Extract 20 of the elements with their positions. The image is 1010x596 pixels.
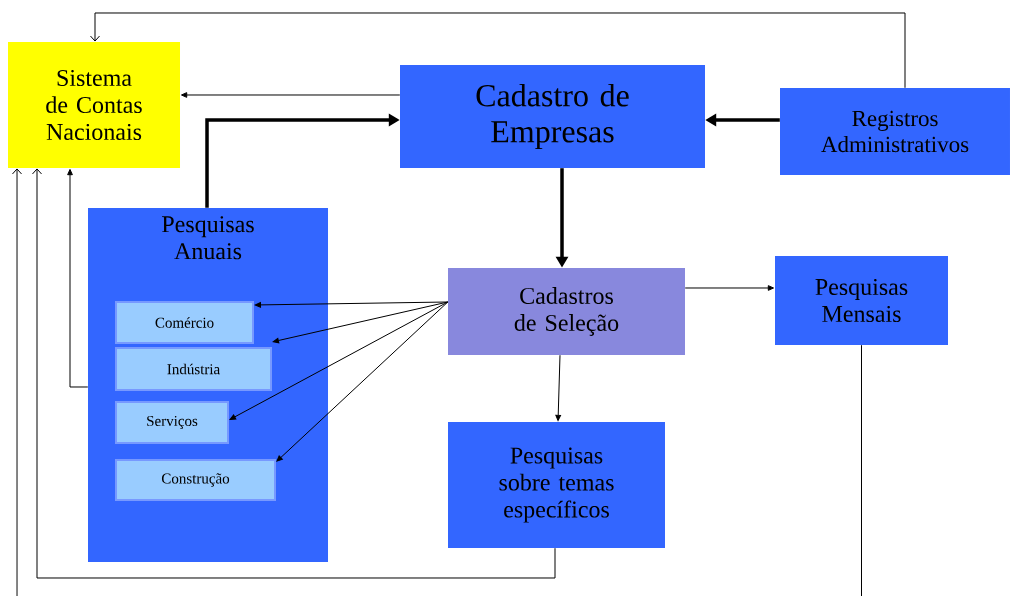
arrow bbox=[254, 301, 449, 308]
arrow bbox=[181, 92, 401, 98]
arrow bbox=[90, 12, 906, 89]
system-box: Sistema de Contas Nacionais bbox=[8, 42, 180, 168]
arrow bbox=[555, 354, 562, 421]
arrow bbox=[32, 168, 556, 579]
arrow bbox=[12, 168, 862, 596]
process-box: Pesquisas sobre temas específicos bbox=[448, 422, 665, 548]
process-box: Cadastros de Seleção bbox=[448, 268, 685, 355]
sub-box: Comércio bbox=[115, 301, 254, 344]
arrow bbox=[229, 301, 449, 420]
arrow bbox=[276, 301, 449, 462]
arrow bbox=[67, 168, 89, 388]
process-box: Cadastro de Empresas bbox=[400, 65, 705, 168]
arrow bbox=[684, 285, 775, 291]
process-box: Registros Administrativos bbox=[780, 88, 1010, 175]
sub-box: Indústria bbox=[115, 347, 272, 391]
sub-box: Serviços bbox=[115, 401, 229, 444]
process-box: Pesquisas Mensais bbox=[775, 256, 948, 345]
sub-box: Construção bbox=[115, 459, 276, 501]
